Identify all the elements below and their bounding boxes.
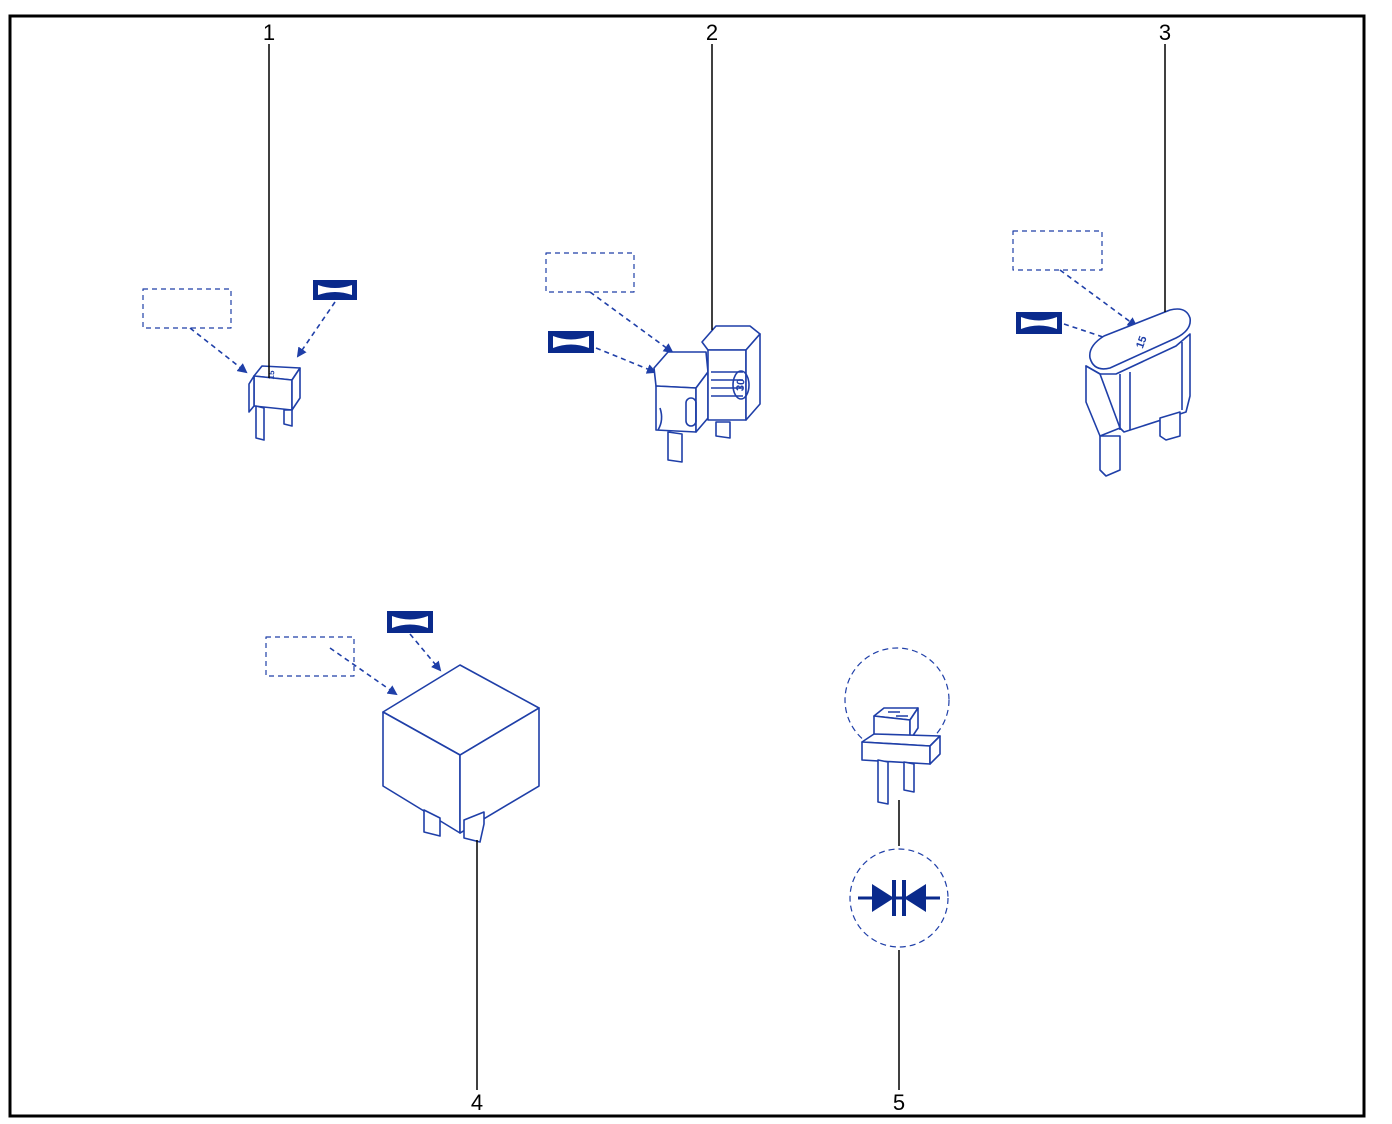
part-1-rating-label: 15 [267,370,277,380]
part-1-mini-fuse: 15 [142,280,357,441]
part-3-arrow-top [1059,269,1138,328]
part-1-arrow-right [296,301,336,358]
part-5-diode [844,647,950,948]
part-2-rating-label: 30 [734,378,747,391]
callout-3: 3 [1159,20,1171,45]
part-4-label-tag-icon [387,611,433,633]
part-1-label-tag-icon [313,280,357,300]
part-4-dashed-label-box [265,636,355,677]
part-3-dashed-label-box [1012,230,1103,271]
part-1-dashed-label-box [142,288,232,329]
part-4-arrow-left [329,647,398,696]
part-2-arrow-left [595,347,657,374]
part-4-arrow-top [409,633,442,672]
part-3-rating-label: 15 [1134,335,1149,351]
part-5-dashed-circle-symbol [849,848,949,948]
part-2-label-tag-icon [548,331,594,353]
part-2-arrow-top [589,291,674,354]
part-2-dashed-label-box [545,252,635,293]
callout-2: 2 [706,20,718,45]
part-4-relay [265,611,540,843]
leader-lines [268,44,1166,1090]
diagram-frame [8,14,1366,1118]
callout-4: 4 [471,1090,483,1115]
part-5-diode-symbol-icon [858,880,940,916]
part-1-arrow-left [189,327,248,374]
callout-1: 1 [263,20,275,45]
part-3-maxi-fuse: 15 [1012,230,1192,477]
part-3-label-tag-icon [1016,312,1062,334]
part-2-standard-fuse: 30 [545,252,761,463]
callout-5: 5 [893,1090,905,1115]
